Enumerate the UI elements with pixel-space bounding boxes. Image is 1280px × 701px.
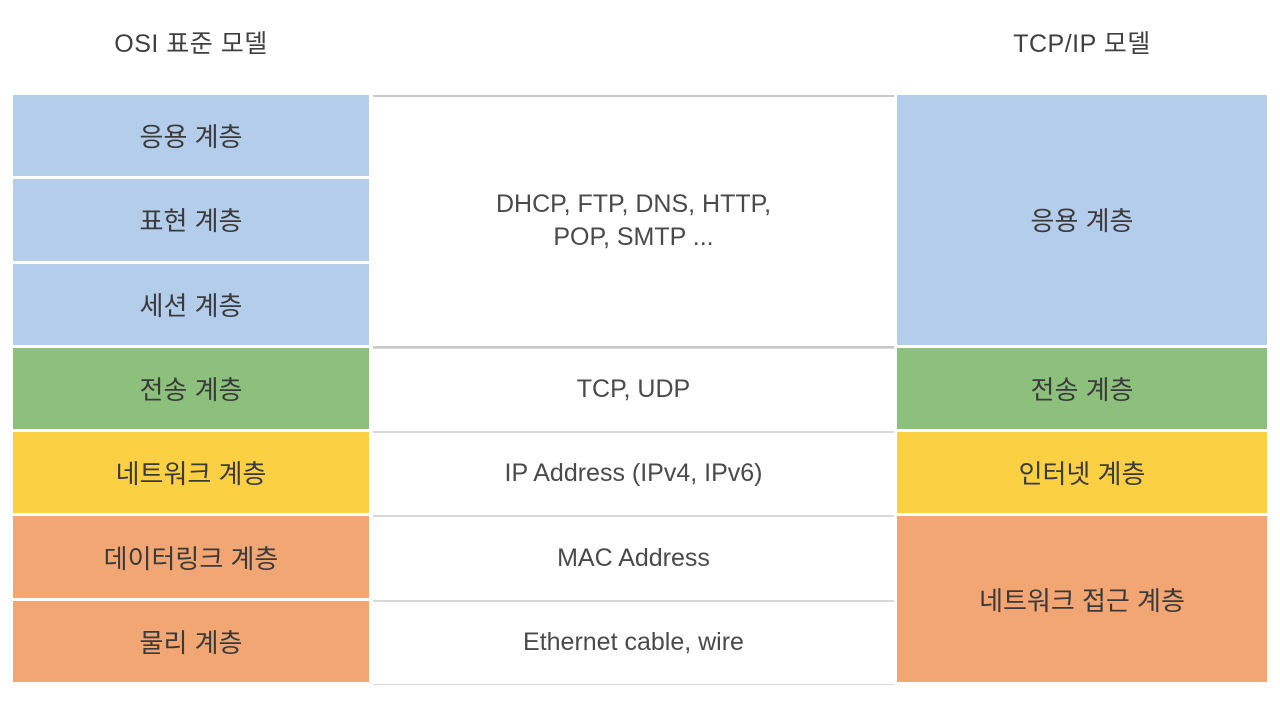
tcpip-layer-label: 응용 계층: [1030, 206, 1134, 237]
tcpip-model-header: TCP/IP 모델: [1013, 30, 1151, 58]
osi-layer-block: 네트워크 계층: [13, 432, 369, 514]
osi-layer-block: 응용 계층: [13, 95, 369, 177]
tcpip-layer-block: 전송 계층: [897, 347, 1267, 430]
protocol-row: MAC Address: [373, 516, 894, 601]
tcpip-layer-label: 네트워크 접근 계층: [979, 585, 1185, 616]
protocol-label: Ethernet cable, wire: [523, 627, 744, 656]
protocol-label: TCP, UDP: [576, 375, 691, 404]
osi-layer-block: 표현 계층: [13, 179, 369, 261]
osi-layer-label: 전송 계층: [139, 374, 243, 405]
osi-layer-block: 데이터링크 계층: [13, 516, 369, 598]
osi-model-header: OSI 표준 모델: [114, 30, 268, 58]
osi-layer-label: 세션 계층: [139, 290, 243, 321]
tcpip-layer-label: 전송 계층: [1030, 374, 1134, 405]
osi-layer-block: 전송 계층: [13, 347, 369, 430]
osi-layer-label: 물리 계층: [139, 627, 243, 658]
protocol-row: DHCP, FTP, DNS, HTTP,POP, SMTP ...: [373, 95, 894, 348]
protocol-label: DHCP, FTP, DNS, HTTP,POP, SMTP ...: [495, 189, 772, 252]
tcpip-layer-block: 인터넷 계층: [897, 432, 1267, 514]
protocol-row: IP Address (IPv4, IPv6): [373, 432, 894, 517]
osi-layer-label: 데이터링크 계층: [103, 543, 279, 574]
tcpip-layer-block: 응용 계층: [897, 95, 1267, 345]
osi-layer-label: 응용 계층: [139, 122, 243, 153]
protocol-label: IP Address (IPv4, IPv6): [504, 459, 763, 488]
protocol-row: TCP, UDP: [373, 347, 894, 433]
osi-layer-label: 표현 계층: [139, 206, 243, 237]
tcpip-layer-label: 인터넷 계층: [1018, 459, 1146, 490]
protocol-row: Ethernet cable, wire: [373, 600, 894, 685]
protocol-example-column: DHCP, FTP, DNS, HTTP,POP, SMTP ... TCP, U…: [373, 95, 894, 685]
osi-layer-label: 네트워크 계층: [115, 459, 267, 490]
osi-layer-block: 세션 계층: [13, 263, 369, 345]
tcpip-layer-block: 네트워크 접근 계층: [897, 516, 1267, 682]
osi-layer-block: 물리 계층: [13, 600, 369, 682]
protocol-label: MAC Address: [557, 543, 710, 572]
